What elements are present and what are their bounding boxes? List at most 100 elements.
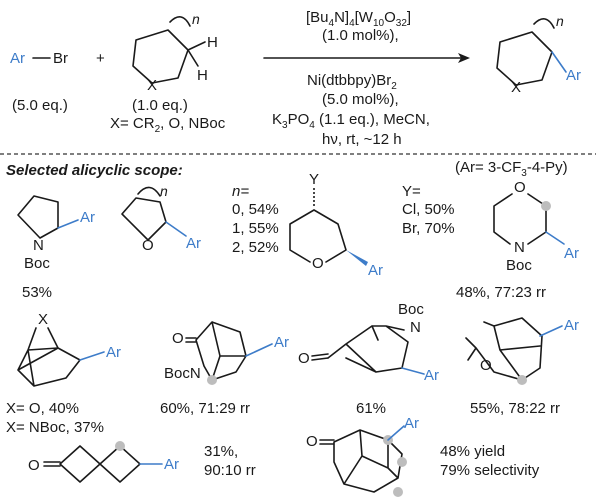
- thf-product: n Ar O: [121, 183, 201, 254]
- pyrrolidine-yield: 53%: [22, 284, 52, 301]
- product-x: X: [511, 79, 521, 96]
- spiro-yield-2: 90:10 rr: [204, 462, 256, 479]
- aryl-equiv: (5.0 eq.): [12, 97, 68, 114]
- pyran-yield-1: Br, 70%: [402, 220, 455, 237]
- tropinone-n: N: [410, 319, 421, 336]
- aryl-label: Ar: [10, 50, 25, 67]
- pyrrolidine-bonds: [17, 195, 59, 239]
- lactam-product: O Ar BocN 60%, 71:29 rr: [160, 321, 289, 417]
- product-ring: n Ar X: [496, 13, 581, 96]
- spiro-product: O Ar 31%, 90:10 rr: [28, 441, 256, 483]
- norbornane-ar: Ar: [106, 344, 121, 361]
- substrate-equiv: (1.0 eq.): [132, 97, 188, 114]
- adamantanone-bonds: [319, 429, 403, 493]
- morpholine-boc: Boc: [506, 257, 532, 274]
- adamantanone-site-dot-2: [397, 457, 407, 467]
- reaction-arrow: [263, 53, 470, 63]
- lactam-site-dot: [207, 375, 217, 385]
- substrate-ring: n H H X (1.0 eq.) X= CR2, O, NBoc: [110, 11, 226, 135]
- adamantanone-yield-1: 48% yield: [440, 443, 505, 460]
- pyran-ar-wedge: [346, 250, 368, 266]
- pyran-yield-list: Y= Cl, 50% Br, 70%: [402, 183, 455, 237]
- lactam-yield: 60%, 71:29 rr: [160, 400, 250, 417]
- adamantanone-ar: Ar: [404, 415, 419, 432]
- lactam-o: O: [172, 330, 184, 347]
- thf-bonds: [121, 197, 167, 241]
- cineole-ar-bond: [539, 325, 563, 337]
- thf-n: n: [160, 183, 168, 199]
- pyrrolidine-product: Ar N Boc 53%: [17, 195, 95, 301]
- base: K3PO4 (1.1 eq.), MeCN,: [272, 111, 430, 131]
- pyran-o: O: [312, 255, 324, 272]
- tropinone-ar: Ar: [424, 367, 439, 384]
- catalyst-2-loading: (5.0 mol%),: [322, 91, 399, 108]
- thf-n-bracket: [137, 186, 161, 197]
- aryl-bromide-reagent: Ar Br (5.0 eq.): [10, 50, 68, 114]
- pyrrolidine-ar: Ar: [80, 209, 95, 226]
- pyran-y: Y: [309, 171, 319, 188]
- adamantanone-product: O Ar 48% yield 79% selectivity: [306, 415, 540, 497]
- morpholine-bonds: [493, 193, 547, 245]
- arrow-head: [458, 53, 470, 63]
- tropinone-carbonyl: [311, 353, 329, 361]
- product-ar-bond: [551, 51, 567, 73]
- pyran-product: Y O Ar: [289, 171, 383, 279]
- norbornane-yield-2: X= NBoc, 37%: [6, 419, 104, 436]
- catalyst-2: Ni(dtbbpy)Br2: [307, 72, 397, 92]
- morpholine-o: O: [514, 179, 526, 196]
- thf-yield-2: 2, 52%: [232, 239, 279, 256]
- thf-ar-bond: [165, 221, 187, 237]
- thf-yield-list: n= 0, 54% 1, 55% 2, 52%: [232, 183, 279, 256]
- pyrrolidine-boc: Boc: [24, 255, 50, 272]
- pyran-ar: Ar: [368, 262, 383, 279]
- pyrrolidine-ar-bond: [57, 219, 79, 229]
- substrate-n: n: [192, 11, 200, 27]
- bromine-label: Br: [53, 50, 68, 67]
- pyran-yield-0: Cl, 50%: [402, 201, 455, 218]
- morpholine-ar: Ar: [564, 245, 579, 262]
- pyran-bonds: [289, 209, 347, 263]
- spiro-o: O: [28, 457, 40, 474]
- morpholine-yield: 48%, 77:23 rr: [456, 284, 546, 301]
- pyrrolidine-n: N: [33, 237, 44, 254]
- ar-definition: (Ar= 3-CF3-4-Py): [455, 159, 568, 179]
- product-n: n: [556, 13, 564, 29]
- lactam-bonds: [185, 321, 247, 381]
- morpholine-n: N: [514, 239, 525, 256]
- norbornane-x: X: [38, 311, 48, 328]
- adamantanone-ar-bond: [387, 425, 405, 441]
- h-bond-2: [187, 49, 199, 67]
- cineole-site-dot: [517, 375, 527, 385]
- cineole-yield: 55%, 78:22 rr: [470, 400, 560, 417]
- tropinone-bonds: [327, 325, 409, 373]
- h-label-1: H: [207, 34, 218, 51]
- x-options: X= CR2, O, NBoc: [110, 115, 226, 135]
- spiro-ar: Ar: [164, 456, 179, 473]
- norbornane-ar-bond: [79, 351, 105, 361]
- light-conditions: hν, rt, ~12 h: [322, 131, 402, 148]
- morpholine-site-dot: [541, 201, 551, 211]
- adamantanone-site-dot-3: [393, 487, 403, 497]
- adamantanone-yield-2: 79% selectivity: [440, 462, 540, 479]
- plus-sign: +: [96, 50, 105, 67]
- spiro-bonds: [43, 445, 141, 483]
- pyran-yield-head: Y=: [402, 183, 421, 200]
- norbornane-bonds: [17, 327, 81, 387]
- tropinone-ar-bond: [401, 367, 425, 375]
- tropinone-product: Boc N O Ar 61%: [298, 301, 439, 417]
- norbornane-yield-1: X= O, 40%: [6, 400, 79, 417]
- substrate-n-bracket: [169, 16, 191, 27]
- lactam-n: BocN: [164, 365, 201, 382]
- spiro-yield-1: 31%,: [204, 443, 238, 460]
- tropinone-boc: Boc: [398, 301, 424, 318]
- thf-yield-0: 0, 54%: [232, 201, 279, 218]
- catalyst-1: [Bu4N]4[W10O32]: [306, 9, 411, 29]
- spiro-site-dot: [115, 441, 125, 451]
- tropinone-o: O: [298, 350, 310, 367]
- cineole-bonds: [465, 317, 543, 381]
- substrate-x: X: [147, 77, 157, 94]
- h-label-2: H: [197, 67, 208, 84]
- tropinone-yield: 61%: [356, 400, 386, 417]
- product-ar: Ar: [566, 67, 581, 84]
